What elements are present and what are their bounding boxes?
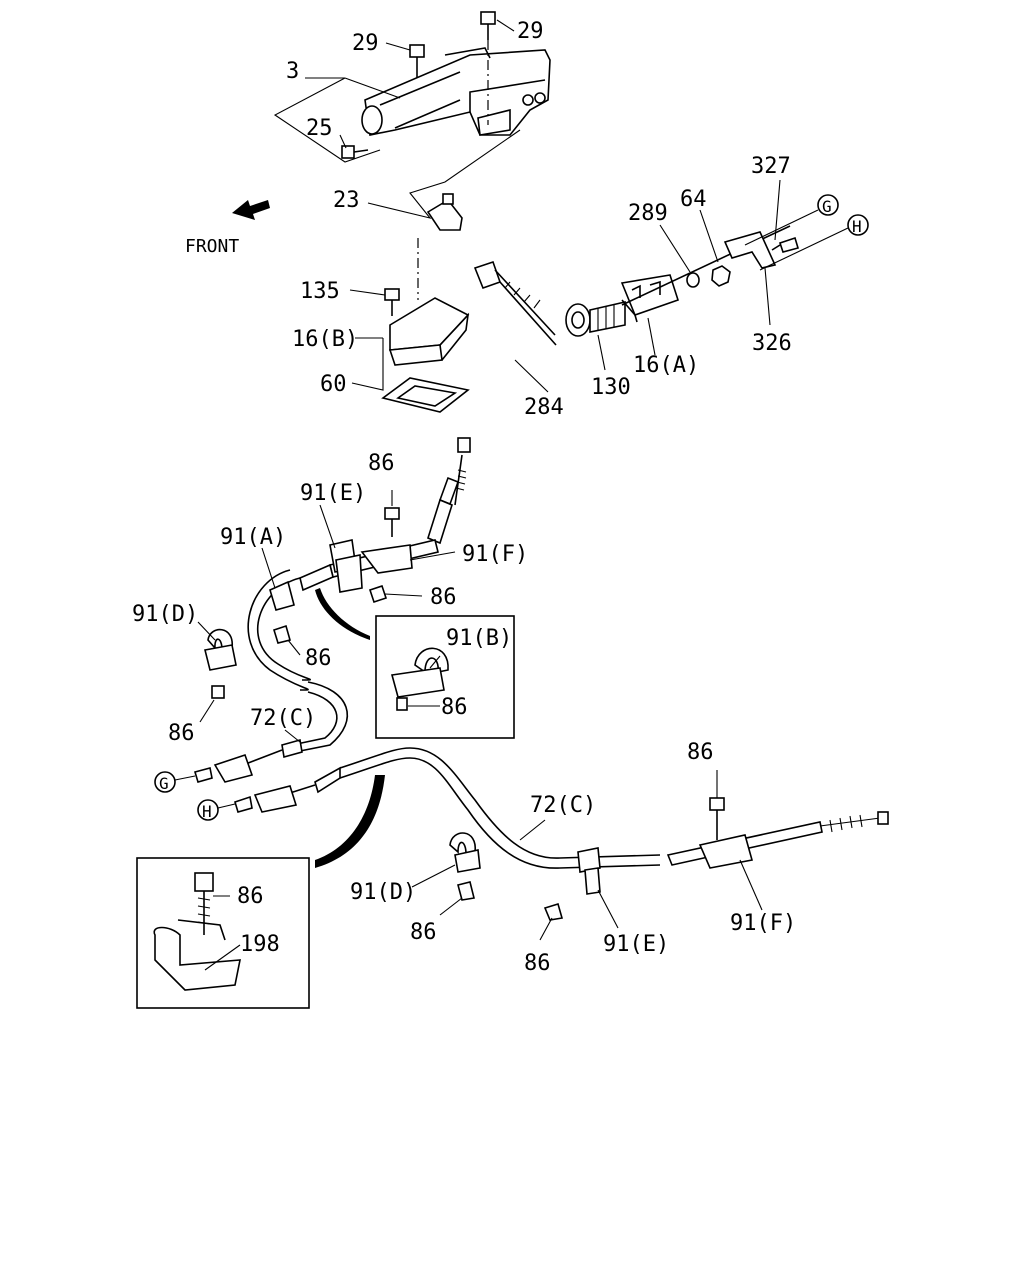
connector-g-label-bottom: G: [159, 774, 169, 793]
label-86e: 86: [168, 721, 195, 746]
plate-60: [381, 377, 470, 413]
label-72c-right: 72(C): [530, 793, 596, 818]
label-91e-top: 91(E): [300, 481, 366, 506]
bolt-86-91f-bot: [709, 797, 725, 840]
label-326: 326: [752, 331, 792, 356]
label-91a: 91(A): [220, 525, 286, 550]
connector-g-top: G: [817, 194, 839, 216]
grommet-130: [565, 300, 626, 337]
label-86c: 86: [305, 646, 332, 671]
parking-brake-lever-assembly: [361, 47, 551, 136]
label-91d-mid: 91(D): [350, 880, 416, 905]
clamp-91f-bot: [698, 834, 754, 869]
label-130: 130: [591, 375, 631, 400]
clip-326: [723, 231, 777, 269]
clamp-91e-bot: [577, 847, 601, 895]
label-91d-left: 91(D): [132, 602, 198, 627]
cable-end-right: [666, 811, 889, 866]
bolt-29-a: [409, 44, 425, 78]
sweep-arc-upper: [315, 588, 370, 640]
label-284: 284: [524, 395, 564, 420]
cable-72c-long: [234, 747, 661, 869]
inset-box-198: [136, 857, 310, 1009]
bolt-86-clamp-e: [368, 584, 388, 604]
release-handle-284: [473, 260, 557, 346]
bolt-29-b: [480, 11, 496, 125]
bolt-86-91e-bot: [543, 902, 564, 921]
leader-lines-top-left: [273, 19, 521, 391]
clamp-91d-left: [204, 628, 237, 671]
label-86i: 86: [237, 884, 264, 909]
bracket-23: [426, 193, 463, 231]
clamp-91a: [269, 580, 295, 611]
bolt-86-top: [384, 507, 400, 537]
leader-lines-top-right: [514, 179, 849, 393]
label-86d: 86: [441, 695, 468, 720]
label-91f-top: 91(F): [462, 542, 528, 567]
label-3: 3: [286, 59, 299, 84]
clamp-91f-top: [360, 544, 413, 574]
connector-h-top: H: [847, 214, 869, 236]
label-29a: 29: [352, 31, 379, 56]
connector-h-label-bottom: H: [202, 802, 212, 821]
label-135: 135: [300, 279, 340, 304]
label-72c-left: 72(C): [250, 706, 316, 731]
clamp-91d-mid: [449, 832, 481, 873]
label-64: 64: [680, 187, 707, 212]
label-86b: 86: [430, 585, 457, 610]
bolt-327: [771, 236, 800, 253]
connector-h-bottom: H: [197, 799, 236, 821]
label-91f-bot: 91(F): [730, 911, 796, 936]
label-86g: 86: [410, 920, 437, 945]
label-86a: 86: [368, 451, 395, 476]
connector-h-label-top: H: [852, 217, 862, 236]
label-60: 60: [320, 372, 347, 397]
nut-64: [711, 265, 731, 287]
front-label: FRONT: [185, 236, 239, 257]
label-86h: 86: [524, 951, 551, 976]
inset-box-91b: [375, 615, 515, 739]
connector-g-bottom: G: [154, 771, 196, 793]
label-327: 327: [751, 154, 791, 179]
label-23: 23: [333, 188, 360, 213]
label-25: 25: [306, 116, 333, 141]
bolt-86-91d-left: [211, 685, 225, 699]
bolt-25: [341, 145, 369, 159]
clamp-91e-top: [329, 539, 363, 593]
label-91b: 91(B): [446, 626, 512, 651]
label-289: 289: [628, 201, 668, 226]
connector-g-label-top: G: [822, 197, 832, 216]
label-16b: 16(B): [292, 327, 358, 352]
bolt-86-91d-mid: [457, 881, 475, 901]
sweep-arc-lower: [315, 775, 385, 868]
washer-289: [686, 272, 700, 288]
leader-lines-lower: [197, 490, 763, 971]
label-16a: 16(A): [633, 353, 699, 378]
label-86f: 86: [687, 740, 714, 765]
boot-16b: [388, 297, 470, 366]
bolt-86-91a: [273, 624, 291, 644]
label-91e-bot: 91(E): [603, 932, 669, 957]
label-198: 198: [240, 932, 280, 957]
bolt-135: [384, 288, 400, 316]
label-29b: 29: [517, 19, 544, 44]
front-arrow-icon: [232, 200, 270, 220]
rear-cable-loop: [193, 569, 349, 783]
